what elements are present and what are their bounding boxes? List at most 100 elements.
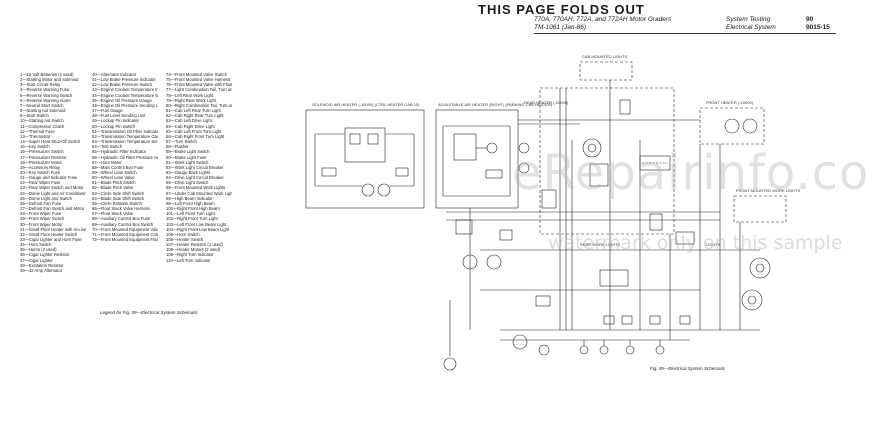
legend-entry: 83—Cab Left Drive Light xyxy=(166,118,212,124)
page-number: 90 xyxy=(806,16,814,23)
legend-entry: 99—Left Front High Beam xyxy=(166,200,215,206)
legend-entry: 37—Cigar Lighter xyxy=(20,257,53,263)
legend-entry: 25—Dome Light and Switch xyxy=(20,195,72,201)
legend-entry: 8—Starting Aid Solenoid xyxy=(20,108,66,114)
model-line: 770A, 770AH, 772A, and 772AH Motor Grade… xyxy=(534,16,672,23)
legend-entry: 46—Engine Oil Pressure Sending Unit xyxy=(92,102,158,108)
legend-entry: 24—Dome Light and Air Conditioning Fuse xyxy=(20,190,86,196)
legend-entry: 72—Front Mounted Equipment Float Hold-In… xyxy=(92,237,158,242)
legend-entry: 33—Cigar Lighter and Horn Fuse xyxy=(20,237,82,242)
legend-entry: 9—Start Switch xyxy=(20,113,49,119)
legend-entry: 58—Main Control Box Fuse xyxy=(92,164,144,170)
legend-entry: 103—Left Front Low Beam Light xyxy=(166,221,227,227)
legend-entry: 7—Neutral Start Switch xyxy=(20,102,64,108)
legend-entry: 108—Heater Motors (2 used) xyxy=(166,247,221,253)
legend-entry: 39—42 Amp Alternator xyxy=(20,267,63,273)
legend-entry: 69—Auxiliary Control Box Switch xyxy=(92,221,154,227)
legend-entry: 2—Starting Motor and Solenoid xyxy=(20,77,79,83)
legend-entry: 65—Circle Rotation Switch xyxy=(92,200,142,206)
legend-entry: 102—Right Front Turn Light xyxy=(166,216,218,222)
schematic-label: FRONT HEATER (-10000) xyxy=(706,100,754,105)
legend-entry: 27—Defrost Fan Switch and Motor xyxy=(20,206,85,212)
legend-entry: 93—Gauge Back Lights xyxy=(166,169,211,175)
legend-entry: 68—Auxiliary Control Box Fuse xyxy=(92,216,151,222)
page-code: 9015-15 xyxy=(806,24,830,31)
legend-entry: 31—Small Floor Heater with In-Line Fuse xyxy=(20,226,86,232)
legend-entry: 56—Hydraulic Oil Filter Pressure Switch xyxy=(92,154,158,160)
legend-entry: 61—Blade Pitch Switch xyxy=(92,180,136,186)
legend-entry: 76—Front Mounted Valve with Float xyxy=(166,82,232,88)
legend-entry: 11—Compressor Clutch xyxy=(20,123,65,129)
legend-entry: 100—Right Front High Beam xyxy=(166,206,220,212)
legend-entry: 89—Brake Light Switch xyxy=(166,149,210,155)
legend-caption: Legend for Fig. 39—Electrical System Sch… xyxy=(100,310,198,315)
legend-column-1: 1—12 Volt Batteries (2 used)2—Starting M… xyxy=(20,72,86,273)
schematic-label: SOLENOID AIR HEATER (-10000) (CTRL HEATE… xyxy=(312,102,420,107)
legend-entry: 55—Hydraulic Filter Indicator xyxy=(92,149,146,155)
schematic-label: ADJUSTABLE AIR HEATER (RIGHT) (PARKING C… xyxy=(438,102,553,107)
section-title: System Testing xyxy=(726,16,771,23)
fold-out-title: THIS PAGE FOLDS OUT xyxy=(478,2,645,17)
legend-entry: 78—Left Rear Work Light xyxy=(166,92,214,98)
legend-entry: 13—Thermostat xyxy=(20,133,51,139)
legend-entry: 62—Blade Pitch Valve xyxy=(92,185,134,191)
legend-entry: 16—Pressurizer Switch xyxy=(20,149,64,155)
schematic-label: LIGHTS xyxy=(706,242,721,247)
legend-entry: 53—Transmission Temperature Sending Unit xyxy=(92,139,158,145)
legend-entry: 87—Turn Switch xyxy=(166,139,197,145)
legend-entry: 75—Front Mounted Valve Harness xyxy=(166,77,231,83)
legend-entry: 42—Low Brake Pressure Switch xyxy=(92,82,153,88)
legend-entry: 29—Front Wiper Switch xyxy=(20,216,65,222)
legend-entry: 94—Drive Light Circuit Breaker xyxy=(166,175,224,181)
legend-entry: 43—Engine Coolant Temperature Indicator xyxy=(92,87,158,93)
legend-entry: 32—Small Floor Heater Switch xyxy=(20,231,78,237)
legend-entry: 105—Horn Switch xyxy=(166,231,200,237)
legend-entry: 51—Transmission Oil Filter Indicator xyxy=(92,128,158,134)
legend-entry: 10—Starting Aid Switch xyxy=(20,118,64,124)
legend-entry: 106—Heater Switch xyxy=(166,237,204,242)
legend-entry: 36—Cigar Lighter Resistor xyxy=(20,252,70,258)
legend-entry: 41—Low Brake Pressure Indicator xyxy=(92,77,156,83)
legend-entry: 35—Horns (2 used) xyxy=(20,247,57,253)
legend-entry: 60—Wheel Lean Valve xyxy=(92,175,135,181)
legend-entry: 4—Reverse Warning Fuse xyxy=(20,87,70,93)
legend-entry: 84—Cab Right Drive Light xyxy=(166,123,215,129)
legend-entry: 47—Fuel Gauge xyxy=(92,108,123,114)
legend-entry: 23—Rear Wiper Switch and Motor xyxy=(20,185,84,191)
legend-entry: 28—Front Wiper Fuse xyxy=(20,211,62,217)
legend-entry: 90—Brake Light Fuse xyxy=(166,154,207,160)
legend-entry: 17—Pressurizer Resistor xyxy=(20,154,67,160)
legend-entry: 74—Front Mounted Valve Switch xyxy=(166,72,227,77)
schematic-label: FRONT MOUNTED WORK LIGHTS xyxy=(736,188,800,193)
legend-entry: 88—Flasher xyxy=(166,144,189,150)
legend-entry: 49—Lockup Pin Indicator xyxy=(92,118,139,124)
legend-entry: 95—Drive Light Switch xyxy=(166,180,209,186)
legend-entry: 104—Right Front Low Beam Light xyxy=(166,226,230,232)
figure-caption: Fig. 39—Electrical System Schematic xyxy=(650,366,726,371)
legend-entry: 98—High Beam Indicator xyxy=(166,195,213,201)
legend-entry: 71—Front Mounted Equipment Control Switc… xyxy=(92,231,158,237)
legend-entry: 34—Horn Switch xyxy=(20,242,52,248)
legend-entry: 70—Front Mounted Equipment Valve xyxy=(92,226,158,232)
legend-entry: 67—Float Stack Valve xyxy=(92,211,134,217)
legend-entry: 3—Start Circuit Relay xyxy=(20,82,61,88)
legend-entry: 81—Cab Left Rear Turn Light xyxy=(166,108,221,114)
watermark-subtext: watermark only on this sample xyxy=(548,232,843,254)
legend-entry: 1—12 Volt Batteries (2 used) xyxy=(20,72,74,77)
legend-entry: 96—Front Mounted Work Lights xyxy=(166,185,226,191)
legend-entry: 82—Cab Right Rear Turn Light xyxy=(166,113,224,119)
legend-entry: 86—Cab Right Front Turn Light xyxy=(166,133,225,139)
legend-entry: 22—Rear Wiper Fuse xyxy=(20,180,61,186)
legend-entry: 30—Front Wiper Motor xyxy=(20,221,63,227)
legend-entry: 92—Work Light Circuit Breaker xyxy=(166,164,224,170)
legend-entry: 48—Fuel Level Sending Unit xyxy=(92,113,146,119)
legend-entry: 80—Right Combination Tail, Turn and Brak… xyxy=(166,102,232,108)
legend-entry: 38—Excitation Resistor xyxy=(20,262,64,268)
schematic-label: CAB MOUNTED LIGHTS xyxy=(582,54,627,59)
legend-entry: 18—Pressurizer Motor xyxy=(20,159,62,165)
legend-entry: 79—Right Rear Work Light xyxy=(166,97,216,103)
watermark-text: eRepairinfo.com xyxy=(512,145,872,201)
legend-entry: 110—Left Turn Indicator xyxy=(166,257,211,263)
legend-entry: 15—Key Switch xyxy=(20,144,50,150)
